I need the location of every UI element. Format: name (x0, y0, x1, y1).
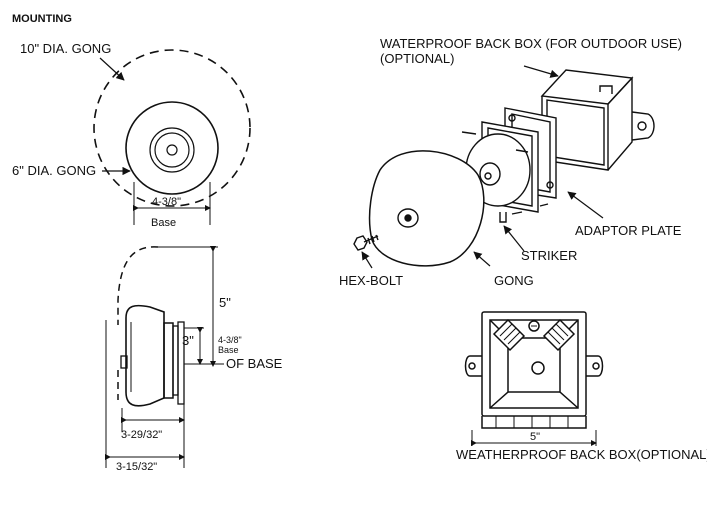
hex-bolt (353, 234, 379, 251)
label-base-word: Base (151, 217, 176, 229)
exploded-view (353, 69, 655, 267)
label-of-base: OF BASE (226, 356, 283, 371)
gong-hub-outer (149, 127, 195, 173)
label-ten-inch-gong: 10" DIA. GONG (20, 41, 111, 56)
gong-disc (368, 150, 485, 267)
label-depth-b: 3-15/32" (116, 461, 157, 473)
label-base-dimension: 4-3/8" (152, 196, 181, 208)
waterproof-back-box (540, 69, 655, 171)
gong-hub-ring (154, 132, 190, 168)
label-depth-a: 3-29/32" (121, 429, 162, 441)
side-view (105, 246, 224, 468)
label-adaptor-plate: ADAPTOR PLATE (575, 223, 682, 238)
gong-hub-bolt (166, 144, 178, 156)
label-hex-bolt: HEX-BOLT (339, 273, 403, 288)
label-six-inch-gong: 6" DIA. GONG (12, 163, 96, 178)
weatherproof-back-box (464, 311, 604, 446)
six-inch-gong (125, 101, 219, 195)
label-height-five-inch: 5" (219, 295, 231, 310)
label-side-base-word: Base (218, 345, 239, 355)
label-three-inch: 3" (182, 333, 194, 348)
label-waterproof-line1: WATERPROOF BACK BOX (FOR OUTDOOR USE) (380, 36, 682, 51)
label-side-base-dimension: 4-3/8" (218, 335, 242, 345)
front-view (93, 49, 251, 225)
label-waterproof-line2: (OPTIONAL) (380, 51, 454, 66)
label-striker: STRIKER (521, 248, 577, 263)
label-box-width: 5" (530, 431, 540, 443)
label-weatherproof: WEATHERPROOF BACK BOX(OPTIONAL) (456, 447, 707, 462)
diagram-title: MOUNTING (12, 13, 72, 25)
label-gong: GONG (494, 273, 534, 288)
